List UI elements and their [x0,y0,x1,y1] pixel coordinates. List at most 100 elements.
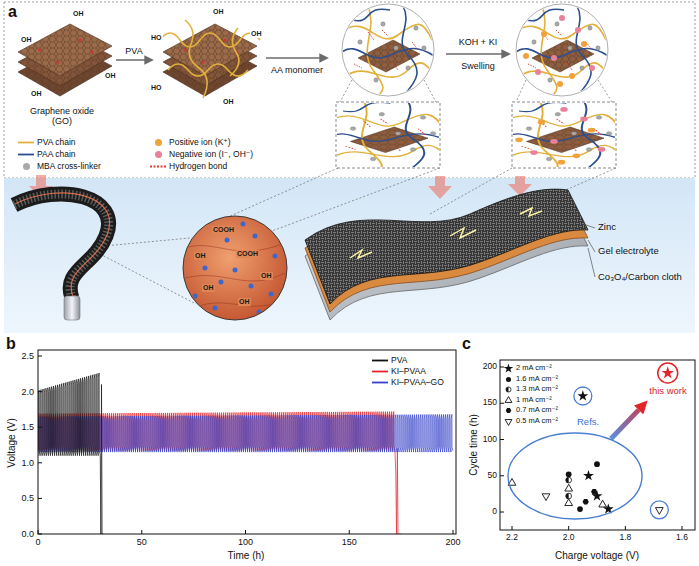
layer-label: Co₃O₄/Carbon cloth [598,272,682,283]
legend-label: PVA [391,356,407,366]
circle-outline [658,363,678,383]
gel-cross-section [203,266,208,271]
go-pva-sheet [160,33,260,47]
network-zoom [342,6,434,96]
legend-label: 1.6 mA cm⁻² [516,375,558,384]
data-marker [506,376,511,381]
node-label: Refs. [577,417,599,428]
network-zoom [342,4,434,96]
tick-label: 150 [483,398,497,408]
data-marker [599,500,607,507]
go-pva-sheet [160,20,260,98]
data-marker [505,396,512,402]
legend-item: 2 mA cm⁻² [504,364,552,373]
tick-mark [38,427,42,428]
legend-sample [372,356,388,365]
data-marker [506,387,509,392]
data-marker [506,408,512,413]
data-marker [566,471,572,477]
data-marker [577,390,588,400]
legend-sample [150,139,166,147]
data-marker [655,508,663,515]
swollen-network-zoom [523,15,595,87]
panel-letter: b [6,335,16,353]
data-marker [591,489,597,494]
flexible-battery [588,240,595,252]
voltage-chart [38,350,456,534]
data-marker [506,387,511,392]
panel-frame [4,2,695,178]
layer-label: Gel electrolyte [598,246,659,257]
process-arrow [266,57,327,59]
gel-cross-section [273,254,278,259]
data-marker [577,506,583,512]
voltage-curve [38,414,453,452]
legend-label: 1 mA cm⁻² [516,396,552,405]
data-marker [542,494,550,501]
reference-region: Refs. [507,432,643,520]
tick-label: 2.0 [21,386,34,396]
highlight-ring [650,501,668,519]
legend-sample [150,166,166,168]
tick-label: 50 [137,537,147,547]
process-arrow [116,59,152,61]
tick-label: 200 [445,537,460,547]
legend-label: KI–PVAA–GO [391,378,444,388]
tick-mark [38,391,42,392]
step-label: AA monomer [271,65,323,75]
gel-cross-section [213,306,218,311]
tick-label: 2.2 [506,533,518,543]
legend-sample [504,375,513,384]
tick-label: 0.0 [21,529,34,539]
functional-group: OH [238,298,251,306]
legend-item: PVA [372,356,407,366]
tick-mark [682,526,683,530]
tick-mark [38,534,42,535]
data-marker [504,364,513,373]
flexible-battery [520,208,542,216]
data-marker [506,376,511,381]
flexible-battery [350,208,542,258]
legend-item: KI–PVAA [372,367,426,377]
data-marker [594,461,600,467]
legend-item: Positive ion (K⁺) [150,138,231,148]
tick-label: 150 [342,537,357,547]
zoom-line [104,238,190,246]
legend-label: PVA chain [37,138,76,148]
legend-item: Negative ion (I⁻, OH⁻) [150,150,253,160]
legend-sample [372,371,388,373]
gel-cross-section [249,284,254,289]
tick-mark [38,498,42,499]
functional-group: OH [20,36,33,44]
flexible-battery [450,228,476,238]
functional-group: OH [72,10,85,18]
data-marker [577,506,583,512]
swollen-network-zoom [513,103,615,167]
data-marker [504,364,513,373]
graphene-oxide-sheet [18,24,112,96]
data-marker [583,470,594,480]
gel-cross-section [233,268,238,273]
data-marker [565,484,573,491]
swollen-network-zoom [516,6,608,96]
functional-group: OH [260,272,273,280]
data-marker [505,396,512,402]
tick-mark [38,356,682,534]
legend-sample [18,154,34,156]
legend-sample [504,396,513,405]
legend-label: 0.5 mA cm⁻² [516,417,558,426]
data-marker [566,477,572,483]
pointer-arrow [29,175,532,199]
legend-item: Hydrogen bond [150,162,227,172]
this-work-marker: this work [647,362,688,397]
network-zoom [424,80,436,102]
legend-label: KI–PVAA [391,367,426,377]
tick-mark [38,462,42,463]
gel-cross-section [185,222,285,315]
network-zoom [331,4,446,172]
legend-swatch [23,163,30,170]
gel-cross-section [183,216,287,320]
data-marker [565,484,573,491]
